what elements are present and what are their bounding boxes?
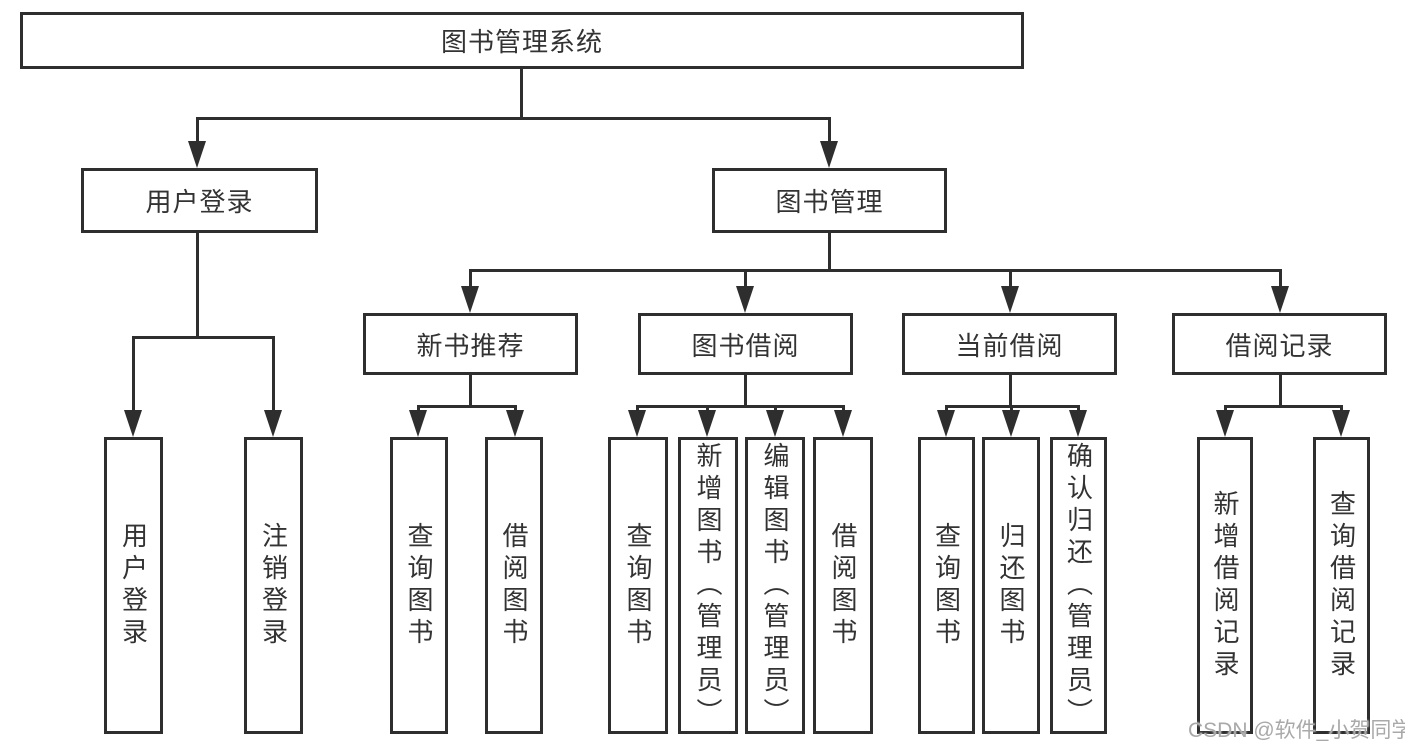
connector-line: [1279, 269, 1282, 287]
node-label: 确认归还（管理员）: [1063, 441, 1094, 730]
arrow-down-icon: [820, 141, 838, 168]
arrow-down-icon: [937, 410, 955, 437]
node-label: 用户登录: [145, 187, 254, 217]
connector-line: [132, 336, 275, 339]
arrow-down-icon: [264, 410, 282, 437]
node-label: 查询借阅记录: [1326, 489, 1357, 682]
node-label: 查询图书: [404, 521, 434, 650]
node-leaf-query-books-recommend: 查询图书: [390, 437, 448, 734]
connector-line: [1340, 405, 1343, 412]
connector-line: [196, 117, 199, 141]
node-leaf-query-books-current: 查询图书: [918, 437, 975, 734]
connector-line: [828, 233, 831, 271]
node-leaf-confirm-return-admin: 确认归还（管理员）: [1050, 437, 1107, 734]
node-label: 查询图书: [623, 521, 653, 650]
csdn-watermark: CSDN @软件_小贺同学: [1188, 719, 1405, 742]
arrow-down-icon: [409, 410, 427, 437]
arrow-down-icon: [461, 286, 479, 313]
connector-line: [744, 269, 747, 287]
connector-line: [774, 405, 777, 412]
connector-line: [514, 405, 517, 412]
node-leaf-add-borrow-record: 新增借阅记录: [1197, 437, 1253, 734]
connector-line: [132, 336, 135, 410]
node-label: 新书推荐: [416, 330, 525, 361]
connector-line: [196, 233, 199, 336]
node-book-management: 图书管理: [712, 168, 947, 233]
arrow-down-icon: [766, 410, 784, 437]
arrow-down-icon: [1002, 410, 1020, 437]
node-label: 当前借阅: [955, 330, 1064, 361]
arrow-down-icon: [1332, 410, 1350, 437]
connector-line: [520, 69, 523, 117]
connector-line: [945, 405, 948, 412]
node-label: 新增图书（管理员）: [693, 441, 723, 730]
connector-line: [842, 405, 845, 412]
arrow-down-icon: [188, 141, 206, 168]
connector-line: [417, 405, 517, 408]
connector-line: [636, 405, 845, 408]
arrow-down-icon: [1001, 286, 1019, 313]
node-label: 借阅记录: [1225, 330, 1334, 361]
connector-line: [469, 269, 1282, 272]
node-label: 新增借阅记录: [1210, 489, 1240, 682]
arrow-down-icon: [736, 286, 754, 313]
node-leaf-borrow-books-recommend: 借阅图书: [485, 437, 543, 734]
node-leaf-return-books: 归还图书: [982, 437, 1040, 734]
connector-line: [272, 336, 275, 410]
arrow-down-icon: [628, 410, 646, 437]
node-leaf-logout: 注销登录: [244, 437, 303, 734]
node-label: 编辑图书（管理员）: [760, 441, 790, 730]
arrow-down-icon: [1216, 410, 1234, 437]
connector-line: [636, 405, 639, 412]
node-label: 图书借阅: [691, 330, 800, 361]
node-label: 查询图书: [931, 521, 962, 650]
node-label: 归还图书: [996, 521, 1026, 650]
node-book-borrowing: 图书借阅: [638, 313, 853, 375]
connector-line: [1224, 405, 1343, 408]
arrow-down-icon: [506, 410, 524, 437]
node-label: 图书管理系统: [440, 27, 603, 57]
connector-line: [469, 269, 472, 287]
node-label: 注销登录: [258, 521, 289, 650]
connector-line: [196, 117, 831, 120]
connector-line: [417, 405, 420, 412]
node-label: 借阅图书: [828, 521, 858, 650]
node-leaf-query-borrow-record: 查询借阅记录: [1313, 437, 1370, 734]
node-library-management-system: 图书管理系统: [20, 12, 1024, 69]
connector-line: [1279, 375, 1282, 405]
arrow-down-icon: [698, 410, 716, 437]
arrow-down-icon: [1271, 286, 1289, 313]
arrow-down-icon: [1069, 410, 1087, 437]
connector-line: [828, 117, 831, 141]
node-leaf-add-books-admin: 新增图书（管理员）: [678, 437, 738, 734]
arrow-down-icon: [124, 410, 142, 437]
node-current-borrowing: 当前借阅: [902, 313, 1117, 375]
node-borrowing-records: 借阅记录: [1172, 313, 1387, 375]
node-label: 用户登录: [118, 521, 149, 650]
node-leaf-user-login: 用户登录: [104, 437, 163, 734]
node-leaf-query-books-borrowing: 查询图书: [608, 437, 668, 734]
node-label: 借阅图书: [499, 521, 529, 650]
connector-line: [1224, 405, 1227, 412]
connector-line: [1010, 405, 1013, 412]
connector-line: [706, 405, 709, 412]
node-leaf-borrow-books: 借阅图书: [813, 437, 873, 734]
arrow-down-icon: [834, 410, 852, 437]
node-label: 图书管理: [775, 187, 884, 217]
connector-line: [1077, 405, 1080, 412]
connector-line: [744, 375, 747, 405]
connector-line: [469, 375, 472, 405]
node-user-login: 用户登录: [81, 168, 318, 233]
node-leaf-edit-books-admin: 编辑图书（管理员）: [745, 437, 805, 734]
connector-line: [1009, 269, 1012, 287]
connector-line: [1009, 375, 1012, 405]
node-new-book-recommend: 新书推荐: [363, 313, 578, 375]
